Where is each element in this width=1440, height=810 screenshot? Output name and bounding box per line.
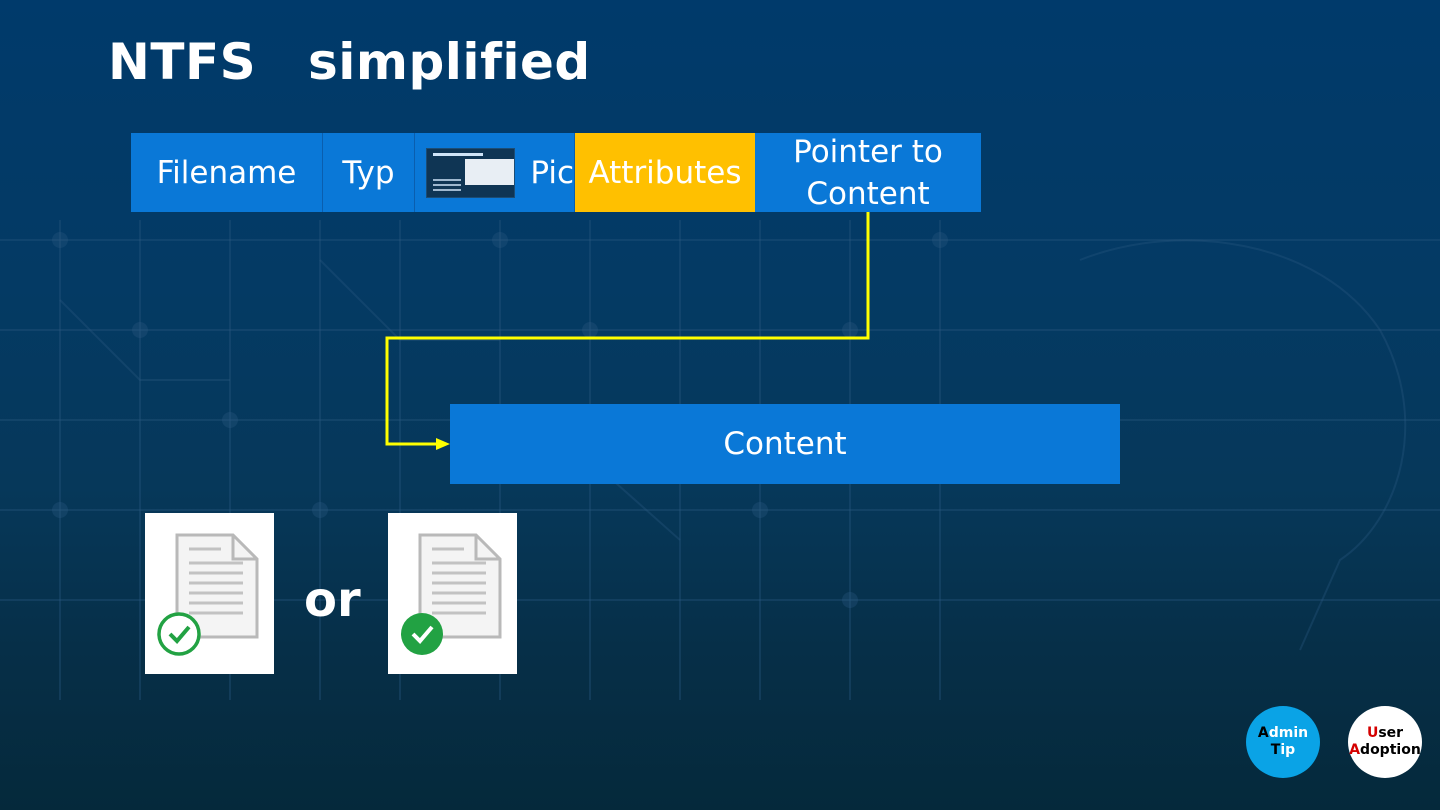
document-synced-filled (388, 513, 517, 674)
tip-badge-text: ip (1280, 742, 1296, 758)
user-badge-text: ser (1378, 725, 1404, 741)
attributes-label: Attributes (588, 154, 742, 191)
document-outline-check-icon (157, 533, 259, 656)
document-filled-check-icon (401, 533, 502, 655)
record-cell-picture: Pic (415, 133, 575, 212)
or-text: or (304, 572, 361, 628)
thumbnail-image (426, 147, 516, 198)
document-synced-outline (145, 513, 274, 674)
page-title-simplified: simplified (308, 33, 591, 91)
record-cell-filename: Filename (131, 133, 323, 212)
user-adoption-badge: User Adoption (1348, 706, 1422, 778)
content-block: Content (450, 404, 1120, 484)
adoption-badge-initial: A (1349, 742, 1361, 758)
adoption-badge-text: doption (1360, 742, 1421, 758)
page-title-ntfs: NTFS (108, 33, 257, 91)
record-cell-attributes: Attributes (575, 133, 755, 212)
content-label: Content (723, 426, 847, 462)
filename-label: Filename (156, 154, 297, 191)
tip-badge-initial: T (1270, 742, 1281, 758)
record-cell-type: Typ (323, 133, 415, 212)
pointer-label-line2: Content (806, 175, 930, 212)
picture-label: Pic (530, 154, 574, 191)
record-cell-pointer: Pointer to Content (755, 133, 981, 212)
admin-badge-text: dmin (1268, 725, 1309, 741)
type-label: Typ (342, 154, 395, 191)
admin-badge-initial: A (1257, 725, 1269, 741)
admin-tip-badge: Admin Tip (1246, 706, 1320, 778)
user-badge-initial: U (1366, 725, 1379, 741)
pointer-label-line1: Pointer to (793, 133, 943, 170)
